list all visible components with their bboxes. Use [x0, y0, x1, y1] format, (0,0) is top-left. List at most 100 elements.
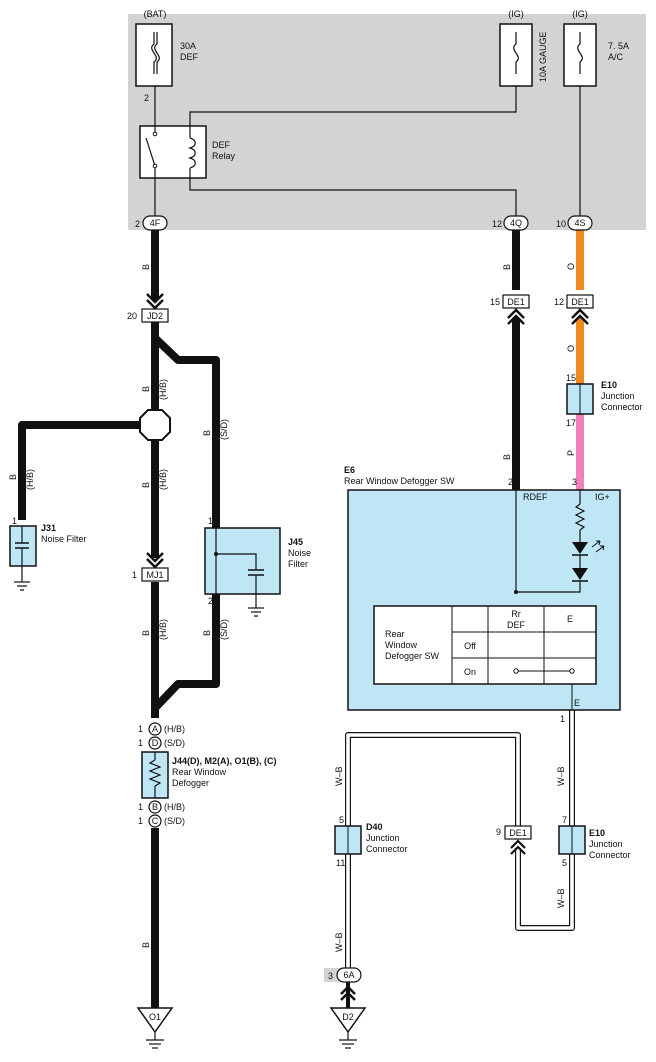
e6-ig-label: IG+ — [595, 492, 610, 502]
gauge-fuse-label: 10A GAUGE — [538, 31, 548, 82]
jd2-pin: 20 — [127, 311, 137, 321]
table-title-2: Window — [385, 640, 418, 650]
de1b-label: DE1 — [571, 297, 589, 307]
wire-label-b: B — [502, 454, 512, 460]
mj1-label: MJ1 — [146, 570, 163, 580]
j45-line1: Noise — [288, 548, 311, 558]
led-icon — [572, 542, 588, 554]
ground-icon — [339, 1039, 357, 1049]
jc-4q — [503, 215, 529, 231]
def-fuse-rating: 30A — [180, 41, 196, 51]
j44-terminal-d — [148, 736, 162, 750]
wire-label-sd: (S/D) — [219, 619, 229, 640]
d40-pin-bottom: 11 — [336, 858, 345, 868]
j31-pin: 1 — [12, 516, 17, 526]
de1c-connector — [504, 825, 532, 840]
wire-label-o: O — [566, 263, 576, 270]
wire-label-hb: (H/B) — [158, 619, 168, 640]
splice-point — [139, 409, 171, 441]
ground-point-o1 — [136, 1007, 174, 1034]
j44-pin-a: 1 — [138, 724, 143, 734]
wire-label-wb: W–B — [334, 766, 344, 786]
e6-pin-rdef: 2 — [508, 477, 513, 487]
ac-fuse-rating: 7. 5A — [608, 41, 629, 51]
j44-wire-b: (H/B) — [164, 802, 185, 812]
connector-arrow-icon — [510, 839, 526, 855]
j44-terminal-b — [148, 800, 162, 814]
connector-arrow-icon — [146, 293, 164, 310]
ground-icon — [146, 1039, 164, 1049]
wire-label-wb: W–B — [556, 766, 566, 786]
j31-name: Noise Filter — [41, 534, 87, 544]
j31-id: J31 — [41, 523, 56, 533]
jc-4s-pin: 10 — [556, 219, 566, 229]
ground-icon — [248, 607, 264, 617]
de1a-pin: 15 — [490, 297, 500, 307]
jc-4s-label: 4S — [574, 218, 585, 228]
e6-pin-e: 1 — [560, 714, 565, 724]
jc-4f-pin: 2 — [135, 219, 140, 229]
light-arrows-icon — [591, 540, 605, 553]
diode-icon — [572, 568, 588, 580]
wire-label-b: B — [141, 482, 151, 488]
table-title-3: Defogger SW — [385, 651, 440, 661]
j44-terminal-a — [148, 722, 162, 736]
j44-line1: Rear Window — [172, 767, 227, 777]
j45-line2: Filter — [288, 559, 308, 569]
wire-label-hb: (H/B) — [25, 469, 35, 490]
jd2-label: JD2 — [147, 311, 163, 321]
table-row-off: Off — [464, 641, 476, 651]
j44-pin-b: 1 — [138, 802, 143, 812]
table-col1-a: Rr — [511, 609, 521, 619]
e10-top-line1: Junction — [601, 391, 635, 401]
e6-e-label: E — [574, 698, 580, 708]
def-fuse-pin: 2 — [144, 93, 149, 103]
jc-6a-pin: 3 — [328, 971, 333, 981]
j45-component — [204, 527, 281, 595]
e6-pin-ig: 3 — [572, 477, 577, 487]
resistor-icon — [148, 759, 162, 787]
fuse-icon — [577, 32, 583, 74]
wire-label-b: B — [202, 630, 212, 636]
table-title-1: Rear — [385, 629, 405, 639]
wire-label-b: B — [141, 942, 151, 948]
de1a-connector — [502, 294, 530, 309]
svg-text:A: A — [152, 724, 158, 734]
e10-bottom-id: E10 — [589, 828, 605, 838]
ground-o1-label: O1 — [149, 1012, 161, 1022]
relay-coil-icon — [187, 137, 196, 169]
e6-rdef-label: RDEF — [523, 492, 548, 502]
jd2-connector — [141, 308, 169, 323]
relay-label-2: Relay — [212, 151, 236, 161]
e10-bottom-pin-bottom: 5 — [562, 858, 567, 868]
j44-pin-c: 1 — [138, 816, 143, 826]
j45-pin-bottom: 2 — [208, 596, 213, 606]
j44-wire-c: (S/D) — [164, 816, 185, 826]
fuse-icon — [151, 32, 157, 74]
e6-id: E6 — [344, 465, 355, 475]
de1b-connector — [566, 294, 594, 309]
def-fuse-source: (BAT) — [144, 9, 167, 19]
de1c-label: DE1 — [509, 828, 527, 838]
mj1-connector — [141, 567, 169, 582]
table-col2: E — [567, 614, 573, 624]
d40-pin-top: 5 — [339, 815, 344, 825]
e10-bottom-line1: Junction — [589, 839, 623, 849]
jc-4q-pin: 12 — [492, 219, 502, 229]
wire-label-b: B — [502, 264, 512, 270]
ground-point-d2 — [329, 1007, 367, 1034]
jc-6a-label: 6A — [343, 970, 354, 980]
gauge-fuse-source: (IG) — [508, 9, 524, 19]
connector-arrow-icon — [571, 308, 589, 325]
j44-line2: Defogger — [172, 778, 209, 788]
j44-terminal-c — [148, 814, 162, 828]
table-col1-b: DEF — [507, 620, 526, 630]
wire-label-b: B — [141, 386, 151, 392]
wire-label-b: B — [141, 264, 151, 270]
wire-label-wb: W–B — [334, 932, 344, 952]
e10-top-pin-top: 15 — [566, 373, 576, 383]
switch-table — [373, 605, 597, 685]
ac-fuse-source: (IG) — [572, 9, 588, 19]
d40-line2: Connector — [366, 844, 408, 854]
